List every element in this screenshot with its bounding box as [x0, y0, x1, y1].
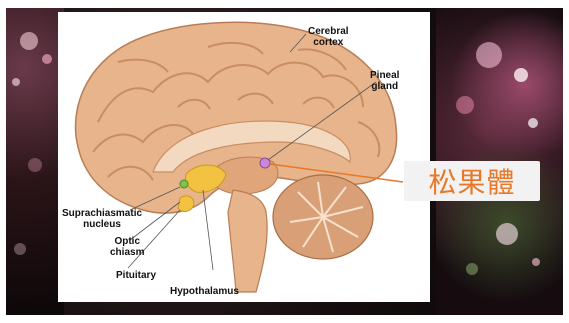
bokeh-light: [476, 42, 502, 68]
label-hypothalamus: Hypothalamus: [170, 286, 239, 297]
label-line: Suprachiasmatic: [62, 208, 142, 219]
label-line: chiasm: [110, 247, 144, 258]
brain-illustration: [58, 12, 430, 302]
label-optic-chiasm: Optic chiasm: [110, 236, 144, 258]
bokeh-light: [28, 158, 42, 172]
brain-diagram: Cerebral cortex Pineal gland Suprachiasm…: [58, 12, 430, 302]
bokeh-light: [514, 68, 528, 82]
bokeh-light: [20, 32, 38, 50]
pineal-callout-text: 松果體: [428, 161, 515, 201]
pituitary-region: [178, 196, 194, 211]
label-pituitary: Pituitary: [116, 270, 156, 281]
bokeh-light: [14, 243, 26, 255]
bokeh-light: [456, 96, 474, 114]
label-line: Optic: [110, 236, 144, 247]
brainstem: [228, 190, 267, 292]
pineal-callout-box: 松果體: [404, 161, 540, 201]
label-pineal-gland: Pineal gland: [370, 70, 399, 92]
bokeh-light: [496, 223, 518, 245]
suprachiasmatic-region: [180, 180, 188, 188]
bokeh-light: [42, 54, 52, 64]
label-line: Cerebral: [308, 26, 349, 37]
left-decorative-panel: [6, 8, 64, 315]
bokeh-light: [528, 118, 538, 128]
bokeh-light: [12, 78, 20, 86]
label-line: Pineal: [370, 70, 399, 81]
label-line: cortex: [308, 37, 349, 48]
label-cerebral-cortex: Cerebral cortex: [308, 26, 349, 48]
label-suprachiasmatic-nucleus: Suprachiasmatic nucleus: [62, 208, 142, 230]
bokeh-light: [466, 263, 478, 275]
label-line: gland: [370, 81, 399, 92]
bokeh-light: [532, 258, 540, 266]
label-line: nucleus: [62, 219, 142, 230]
